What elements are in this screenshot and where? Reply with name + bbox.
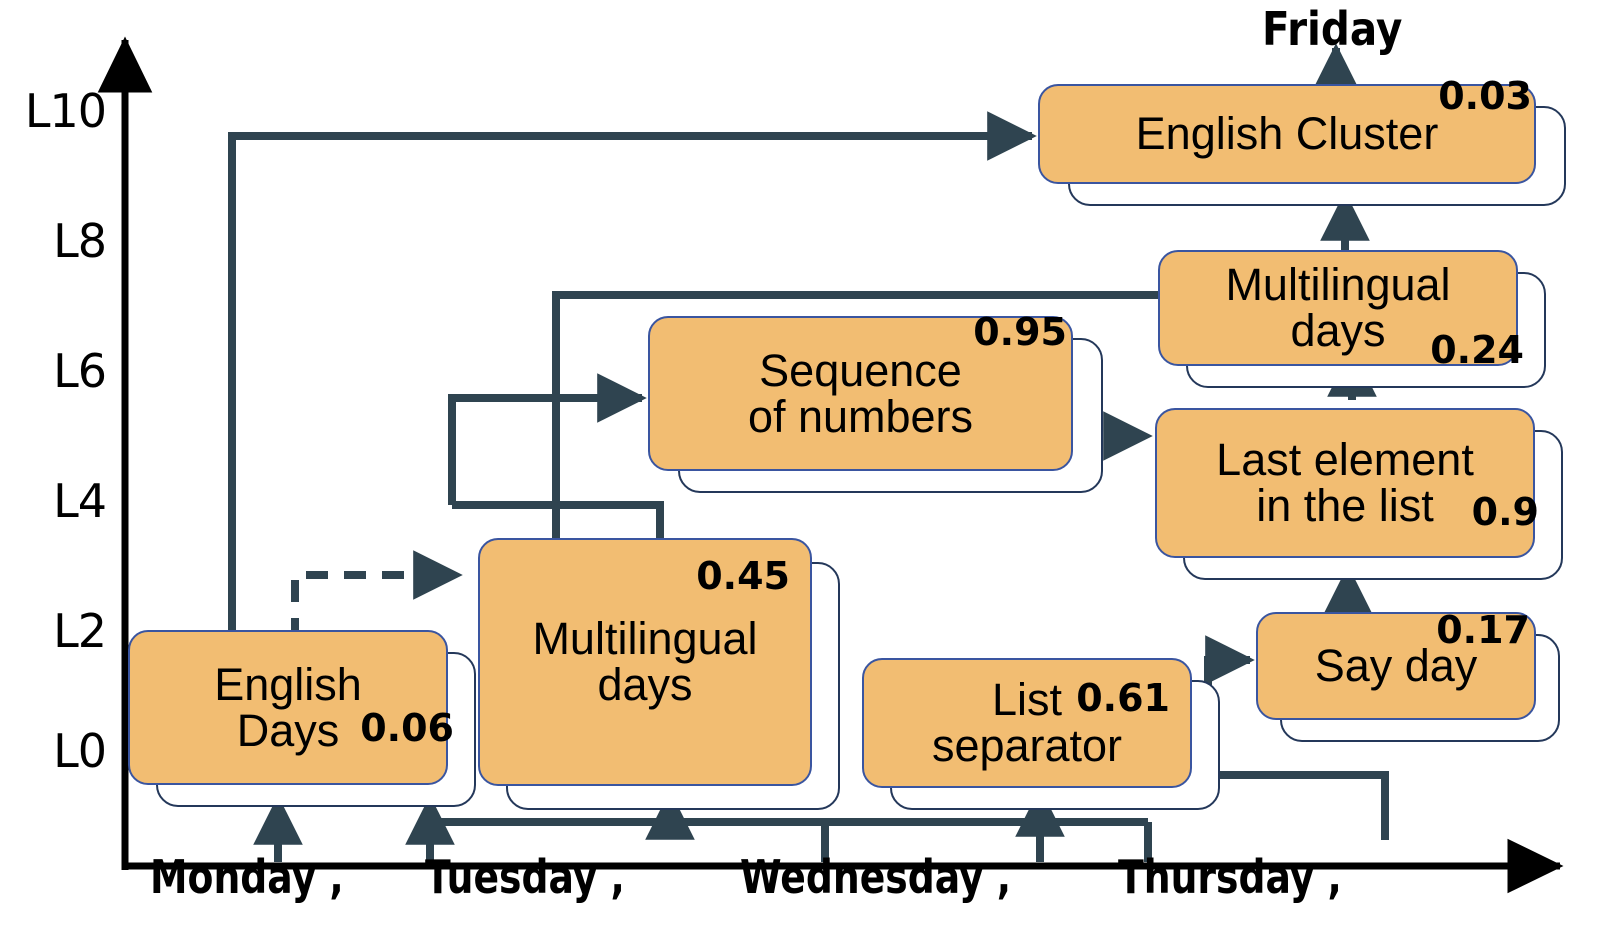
node-label: Last element in the list bbox=[1216, 434, 1474, 531]
node-sequence-of-numbers[interactable]: Sequence of numbers 0.95 bbox=[648, 310, 1103, 493]
node-face[interactable]: Multilingual days bbox=[1158, 250, 1518, 366]
node-face[interactable]: Multilingual days bbox=[478, 538, 812, 786]
node-score: 0.61 bbox=[1076, 676, 1170, 720]
ytick-L8: L8 bbox=[53, 214, 107, 268]
node-score: 0.45 bbox=[696, 554, 790, 598]
node-last-element-in-list[interactable]: Last element in the list 0.9 bbox=[1155, 408, 1563, 580]
node-label: List separator bbox=[931, 674, 1123, 771]
ytick-L10: L10 bbox=[24, 84, 107, 138]
node-english-cluster[interactable]: English Cluster 0.03 bbox=[1038, 74, 1566, 206]
node-score: 0.06 bbox=[360, 706, 454, 750]
node-label: Sequence of numbers bbox=[747, 344, 974, 442]
node-face[interactable]: English Cluster bbox=[1038, 84, 1536, 184]
token-thursday: Thursday , bbox=[1118, 850, 1342, 904]
node-label: Say day bbox=[1314, 640, 1478, 692]
node-score: 0.03 bbox=[1438, 74, 1532, 118]
edge-englishdays-to-mld bbox=[291, 550, 463, 640]
node-list-separator[interactable]: List separator 0.61 bbox=[862, 658, 1220, 810]
token-wednesday: Wednesday , bbox=[740, 850, 1012, 904]
output-word: Friday bbox=[1262, 2, 1403, 56]
token-monday: Monday , bbox=[150, 850, 344, 904]
node-label: English Cluster bbox=[1135, 108, 1439, 160]
ytick-L0: L0 bbox=[53, 724, 107, 778]
node-english-days[interactable]: English Days 0.06 bbox=[128, 630, 476, 807]
node-face[interactable]: Last element in the list bbox=[1155, 408, 1535, 558]
node-label: Multilingual days bbox=[1225, 259, 1451, 356]
ytick-L6: L6 bbox=[53, 344, 107, 398]
axis-lines bbox=[97, 36, 1564, 894]
edge-mld-to-mldhigh bbox=[552, 291, 1158, 540]
node-label: English Days bbox=[214, 658, 362, 756]
token-tuesday: Tuesday , bbox=[425, 850, 625, 904]
ytick-L2: L2 bbox=[53, 604, 107, 658]
node-face[interactable]: Say day bbox=[1256, 612, 1536, 720]
node-face[interactable]: English Days bbox=[128, 630, 448, 785]
edge-mld-to-sequence bbox=[448, 373, 647, 505]
node-score: 0.24 bbox=[1430, 328, 1524, 372]
node-score: 0.9 bbox=[1471, 490, 1539, 534]
node-score: 0.95 bbox=[973, 310, 1067, 354]
node-score: 0.17 bbox=[1436, 608, 1530, 652]
node-face[interactable]: Sequence of numbers bbox=[648, 316, 1073, 471]
node-multilingual-days-low[interactable]: Multilingual days 0.45 bbox=[478, 538, 840, 810]
node-face[interactable]: List separator bbox=[862, 658, 1192, 788]
edge-listsep-to-bus bbox=[1208, 771, 1389, 840]
node-say-day[interactable]: Say day 0.17 bbox=[1256, 608, 1560, 742]
node-label: Multilingual days bbox=[532, 613, 758, 710]
node-multilingual-days-high[interactable]: Multilingual days 0.24 bbox=[1158, 250, 1546, 388]
edge-englishdays-to-englishcluster bbox=[228, 111, 1037, 630]
ytick-L4: L4 bbox=[53, 474, 107, 528]
